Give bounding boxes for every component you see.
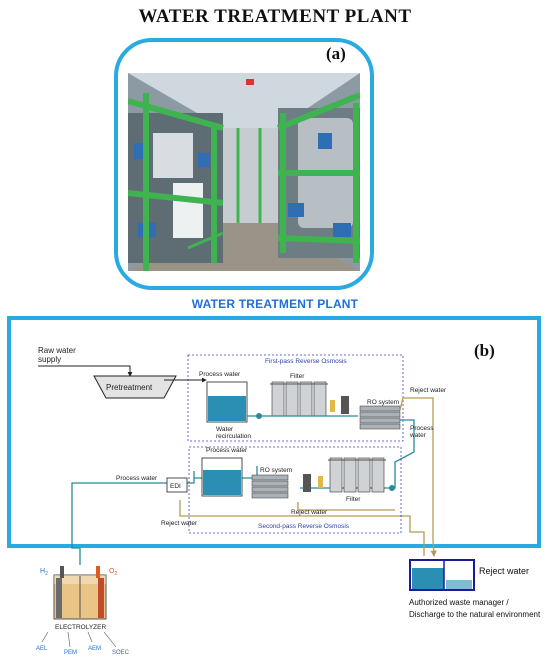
pump-2-icon xyxy=(341,396,349,414)
pump-3-icon xyxy=(303,474,311,492)
process-water-right-2: water xyxy=(409,432,427,439)
process-water-left-label: Process water xyxy=(116,475,158,482)
electrolyzer-label: ELECTROLYZER xyxy=(55,624,106,631)
process-water-label-1: Process water xyxy=(199,371,241,378)
o2-label: O2 xyxy=(109,568,117,577)
water-recirculation-label-1: Water xyxy=(216,426,234,433)
tank-1-water xyxy=(208,396,246,421)
h2-label: H2 xyxy=(40,568,48,577)
reject-water-label-2: Reject water xyxy=(161,520,198,527)
tank-2-water xyxy=(203,470,241,495)
ro-system-1 xyxy=(359,405,401,430)
cartridge-2-icon xyxy=(318,476,323,488)
water-recirculation-label-2: recirculation xyxy=(216,433,251,440)
reject-water-label-3: Reject water xyxy=(291,509,328,516)
reject-water-tank-label: Reject water xyxy=(479,566,530,576)
reject-water-tank xyxy=(409,559,475,591)
electrolyzer xyxy=(53,566,107,620)
filter-2-bank xyxy=(328,457,386,493)
second-pass-box xyxy=(188,446,402,534)
electrolyzer-type-aem: AEM xyxy=(88,646,101,652)
diagram-frame xyxy=(7,316,541,548)
pump-4-icon xyxy=(389,485,395,491)
process-water-right-1: Process xyxy=(410,425,434,432)
process-pipe-to-second xyxy=(300,419,415,489)
first-pass-label: First-pass Reverse Osmosis xyxy=(265,358,347,365)
electrolyzer-type-soec: SOEC xyxy=(112,650,130,656)
process-water-label-2: Process water xyxy=(206,447,248,454)
reject-pipe-1 xyxy=(399,397,437,558)
edi-unit xyxy=(166,477,188,493)
page-title: WATER TREATMENT PLANT xyxy=(138,6,412,27)
raw-water-pipe xyxy=(38,365,133,377)
second-pass-label: Second-pass Reverse Osmosis xyxy=(258,523,350,530)
cartridge-1-icon xyxy=(330,400,335,412)
electrolyzer-type-pem: PEM xyxy=(64,650,77,656)
ro-system-2 xyxy=(251,474,289,499)
edi-label: EDI xyxy=(170,483,181,490)
electrolyzer-type-ael: AEL xyxy=(36,646,48,652)
filter-2-label: Filter xyxy=(346,496,361,503)
panel-a-label: (a) xyxy=(326,44,346,63)
panel-b-label: (b) xyxy=(474,341,495,360)
ro-system-2-label: RO system xyxy=(260,467,292,474)
raw-water-label-2: supply xyxy=(38,355,61,364)
waste-line-2: Discharge to the natural environment xyxy=(409,610,541,619)
raw-water-label-1: Raw water xyxy=(38,346,76,355)
ro-system-1-label: RO system xyxy=(367,399,399,406)
reject-water-label-1: Reject water xyxy=(410,387,447,394)
waste-line-1: Authorized waste manager / xyxy=(409,598,509,607)
filter-1-bank xyxy=(270,381,328,417)
plant-photo xyxy=(128,73,360,271)
pretreatment-label: Pretreatment xyxy=(106,383,153,392)
diagram-title: WATER TREATMENT PLANT xyxy=(191,297,359,311)
filter-1-label: Filter xyxy=(290,373,305,380)
pretreatment-basin xyxy=(93,375,177,399)
